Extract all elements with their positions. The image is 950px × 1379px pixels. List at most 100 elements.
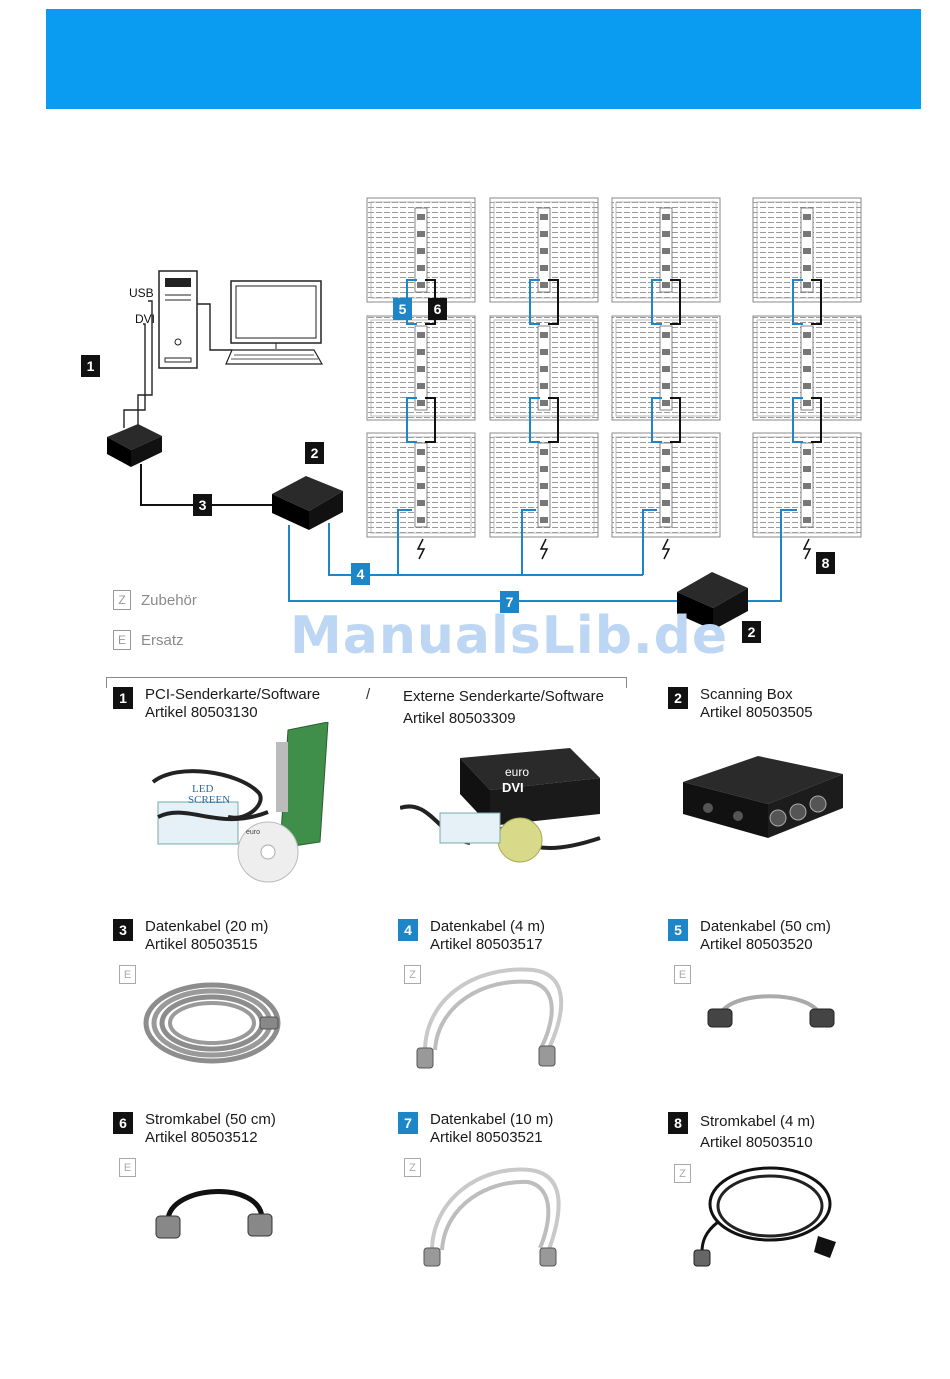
monitor-icon bbox=[230, 280, 322, 349]
svg-text:euro: euro bbox=[246, 829, 260, 836]
options-separator: / bbox=[366, 686, 371, 703]
callout-2-bottom: 2 bbox=[742, 621, 761, 643]
led-panel bbox=[489, 197, 599, 303]
svg-text:SCREEN: SCREEN bbox=[188, 794, 230, 806]
led-panel bbox=[489, 432, 599, 538]
item-title: Datenkabel (20 m) bbox=[145, 918, 269, 935]
led-panel bbox=[611, 315, 721, 421]
item-data-cable-4m: 4 Datenkabel (4 m)Artikel 80503517 Z bbox=[398, 918, 668, 984]
item-title: Stromkabel (50 cm) bbox=[145, 1111, 276, 1128]
item-tag: E bbox=[674, 965, 691, 984]
svg-text:euro: euro bbox=[505, 765, 529, 779]
svg-text:1: 1 bbox=[87, 358, 95, 374]
callout-7: 7 bbox=[500, 591, 519, 613]
item-tag: E bbox=[119, 965, 136, 984]
item-power-cable-50cm: 6 Stromkabel (50 cm)Artikel 80503512 E bbox=[113, 1111, 383, 1177]
scanning-box-icon-2 bbox=[677, 572, 748, 630]
item-article: Artikel 80503510 bbox=[700, 1134, 813, 1151]
pc-tower-icon bbox=[158, 270, 198, 369]
item-number: 6 bbox=[113, 1112, 133, 1134]
dvi-label: DVI bbox=[135, 312, 155, 326]
svg-text:6: 6 bbox=[434, 301, 442, 317]
item-article: Artikel 80503521 bbox=[430, 1129, 543, 1146]
data-cable-50cm-photo bbox=[707, 994, 835, 1028]
led-panel bbox=[366, 432, 476, 538]
item-title: Datenkabel (50 cm) bbox=[700, 918, 831, 935]
svg-text:4: 4 bbox=[357, 566, 365, 582]
item-title: Scanning Box bbox=[700, 686, 793, 703]
item-data-cable-10m: 7 Datenkabel (10 m)Artikel 80503521 Z bbox=[398, 1111, 668, 1177]
data-cable-4m-photo bbox=[416, 967, 564, 1069]
svg-text:3: 3 bbox=[199, 497, 207, 513]
item-article: Artikel 80503505 bbox=[700, 704, 813, 721]
led-panel-grid bbox=[366, 197, 862, 538]
led-panel bbox=[489, 315, 599, 421]
item-number: 3 bbox=[113, 919, 133, 941]
item-tag: Z bbox=[674, 1164, 691, 1183]
scanning-box-photo bbox=[683, 756, 843, 838]
data-cable-20m-photo bbox=[143, 982, 281, 1064]
callout-6: 6 bbox=[428, 298, 447, 320]
item-number: 2 bbox=[668, 687, 688, 709]
callout-2-top: 2 bbox=[305, 442, 324, 464]
item-title: PCI-Senderkarte/Software bbox=[145, 686, 321, 703]
legend-z-box: Z bbox=[113, 590, 131, 610]
item-number: 5 bbox=[668, 919, 688, 941]
item-data-cable-20m: 3 Datenkabel (20 m)Artikel 80503515 E bbox=[113, 918, 383, 984]
legend-z-label: Zubehör bbox=[141, 591, 197, 609]
svg-text:5: 5 bbox=[399, 301, 407, 317]
svg-text:2: 2 bbox=[748, 624, 756, 640]
svg-text:8: 8 bbox=[822, 555, 830, 571]
item-title: Datenkabel (4 m) bbox=[430, 918, 546, 935]
led-panel bbox=[366, 315, 476, 421]
item-tag: Z bbox=[404, 1158, 421, 1177]
callout-3: 3 bbox=[193, 494, 212, 516]
pci-card-kit-photo: LED SCREEN euro bbox=[151, 722, 329, 883]
item-number: 4 bbox=[398, 919, 418, 941]
led-panel bbox=[611, 197, 721, 303]
item-title: Datenkabel (10 m) bbox=[430, 1111, 554, 1128]
item-title: Externe Senderkarte/Software bbox=[403, 688, 604, 705]
sender-box-icon bbox=[107, 424, 162, 467]
item-number: 7 bbox=[398, 1112, 418, 1134]
scanning-box-icon bbox=[272, 476, 343, 530]
item-article: Artikel 80503512 bbox=[145, 1129, 258, 1146]
usb-label: USB bbox=[129, 286, 154, 300]
legend-zubehoer: Z Zubehör bbox=[113, 590, 197, 610]
callout-5: 5 bbox=[393, 298, 412, 320]
power-icon bbox=[802, 538, 812, 560]
svg-text:2: 2 bbox=[311, 445, 319, 461]
svg-text:LED: LED bbox=[192, 783, 213, 795]
system-diagram: USB DVI 1 2 3 4 bbox=[81, 197, 862, 643]
item-article: Artikel 80503130 bbox=[145, 704, 258, 721]
item-article: Artikel 80503520 bbox=[700, 936, 813, 953]
sender-options-bracket bbox=[106, 677, 627, 688]
callout-1: 1 bbox=[81, 355, 100, 377]
watermark: ManualsLib.de bbox=[290, 606, 729, 666]
item-power-cable-4m: 8 Stromkabel (4 m)Artikel 80503510 Z bbox=[668, 1111, 938, 1183]
led-panel bbox=[366, 197, 476, 303]
item-tag: E bbox=[119, 1158, 136, 1177]
legend-e-box: E bbox=[113, 630, 131, 650]
item-tag: Z bbox=[404, 965, 421, 984]
power-icon bbox=[539, 538, 549, 560]
led-panel bbox=[752, 315, 862, 421]
keyboard-icon bbox=[225, 349, 324, 365]
legend-ersatz: E Ersatz bbox=[113, 630, 184, 650]
power-cable-50cm-photo bbox=[155, 1189, 273, 1239]
header-bar bbox=[46, 9, 921, 109]
data-cable-10m-photo bbox=[423, 1167, 561, 1267]
led-panel bbox=[752, 432, 862, 538]
svg-text:DVI: DVI bbox=[502, 780, 524, 795]
led-panel bbox=[611, 432, 721, 538]
led-panel bbox=[752, 197, 862, 303]
power-icon bbox=[661, 538, 671, 560]
power-cable-4m-photo bbox=[693, 1166, 836, 1267]
item-title: Stromkabel (4 m) bbox=[700, 1113, 816, 1130]
item-data-cable-50cm: 5 Datenkabel (50 cm)Artikel 80503520 E bbox=[668, 918, 938, 984]
power-icon bbox=[416, 538, 426, 560]
legend-e-label: Ersatz bbox=[141, 631, 184, 649]
